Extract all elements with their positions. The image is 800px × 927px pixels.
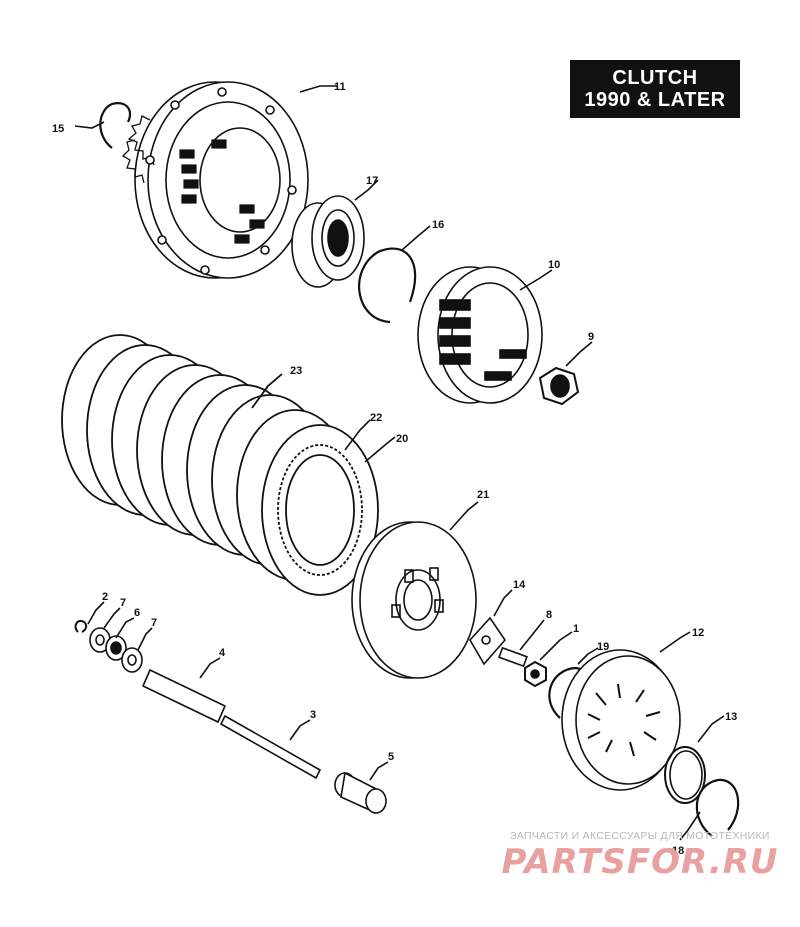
- callout-7b: 7: [151, 617, 157, 629]
- callout-21: 21: [477, 489, 489, 501]
- callout-23: 23: [290, 365, 302, 377]
- callout-14: 14: [513, 579, 526, 591]
- pushrod-4: [141, 657, 227, 724]
- callout-22: 22: [370, 412, 382, 424]
- callout-labels: 11 15 17 16 10 9 23 22 20 21 14 8 1 12 1…: [52, 81, 737, 857]
- adjusting-screw-8: [498, 619, 545, 668]
- hub-nut-9: [538, 341, 593, 406]
- title-line-1: CLUTCH: [612, 67, 698, 89]
- callout-13: 13: [725, 711, 737, 723]
- clutch-plate-stack-23: [61, 334, 379, 596]
- snap-ring-16: [358, 225, 431, 324]
- callout-4: 4: [219, 647, 226, 659]
- callout-15: 15: [52, 123, 64, 135]
- callout-17: 17: [366, 175, 378, 187]
- callout-10: 10: [548, 259, 560, 271]
- bearing-17: [291, 179, 379, 288]
- callout-2: 2: [102, 591, 108, 603]
- pushrod-end-5: [334, 761, 389, 814]
- clutch-hub-10: [417, 266, 553, 404]
- callout-12: 12: [692, 627, 704, 639]
- watermark-tagline: ЗАПЧАСТИ И АКСЕССУАРЫ ДЛЯ МОТОТЕХНИКИ: [510, 830, 770, 842]
- retaining-ring-15: [74, 102, 132, 149]
- callout-19: 19: [597, 641, 609, 653]
- callout-8: 8: [546, 609, 552, 621]
- release-bearing-parts: [74, 601, 153, 673]
- locknut-1: [524, 631, 573, 688]
- lock-plate-14: [469, 589, 513, 666]
- callout-3: 3: [310, 709, 316, 721]
- callout-16: 16: [432, 219, 444, 231]
- callout-18: 18: [672, 845, 684, 857]
- spring-seat-13: [664, 715, 725, 804]
- diaphragm-spring-12: [561, 631, 691, 791]
- title-box: CLUTCH 1990 & LATER: [570, 60, 740, 118]
- pressure-plate-21: [351, 501, 479, 679]
- title-line-2: 1990 & LATER: [584, 89, 726, 111]
- watermark-logo: PARTSFOR.RU: [501, 842, 779, 882]
- pushrod-3: [219, 714, 322, 780]
- clutch-shell-sprocket: [121, 81, 338, 279]
- callout-11: 11: [334, 81, 346, 93]
- retaining-ring-18: [679, 778, 740, 841]
- callout-1: 1: [573, 623, 579, 635]
- callout-5: 5: [388, 751, 394, 763]
- callout-6: 6: [134, 607, 140, 619]
- callout-9: 9: [588, 331, 594, 343]
- callout-7a: 7: [120, 597, 126, 609]
- callout-20: 20: [396, 433, 408, 445]
